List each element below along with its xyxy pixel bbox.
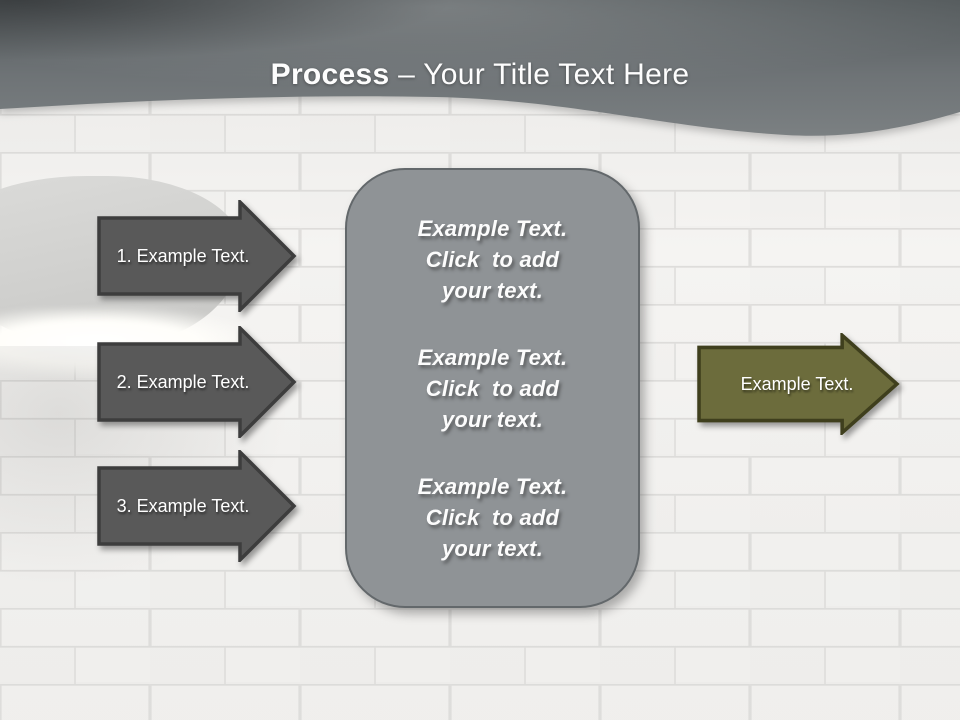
process-arrow-1[interactable]: 1. Example Text. [97, 200, 297, 312]
arrow-right-shape [97, 450, 297, 562]
title-subtitle: – Your Title Text Here [389, 58, 690, 91]
title-keyword: Process [270, 58, 390, 91]
result-arrow[interactable]: Example Text. [697, 333, 900, 435]
process-arrow-3[interactable]: 3. Example Text. [97, 450, 297, 562]
arrow-label: 2. Example Text. [116, 371, 250, 392]
arrow-label: Example Text. [740, 373, 854, 394]
process-arrow-2[interactable]: 2. Example Text. [97, 326, 297, 438]
panel-text-block-3: Example Text. Click to add your text. [417, 473, 568, 561]
arrow-right-shape [97, 326, 297, 438]
panel-text-block-1: Example Text. Click to add your text. [417, 215, 568, 303]
header-wave-band [0, 0, 960, 136]
arrow-label: 1. Example Text. [116, 245, 250, 266]
arrow-label: 3. Example Text. [116, 495, 250, 516]
slide-title[interactable]: Process – Your Title Text Here [0, 57, 960, 93]
arrow-right-shape [697, 333, 900, 435]
center-text-panel[interactable]: Example Text. Click to add your text. Ex… [345, 168, 640, 608]
panel-text-block-2: Example Text. Click to add your text. [417, 344, 568, 432]
arrow-right-shape [97, 200, 297, 312]
